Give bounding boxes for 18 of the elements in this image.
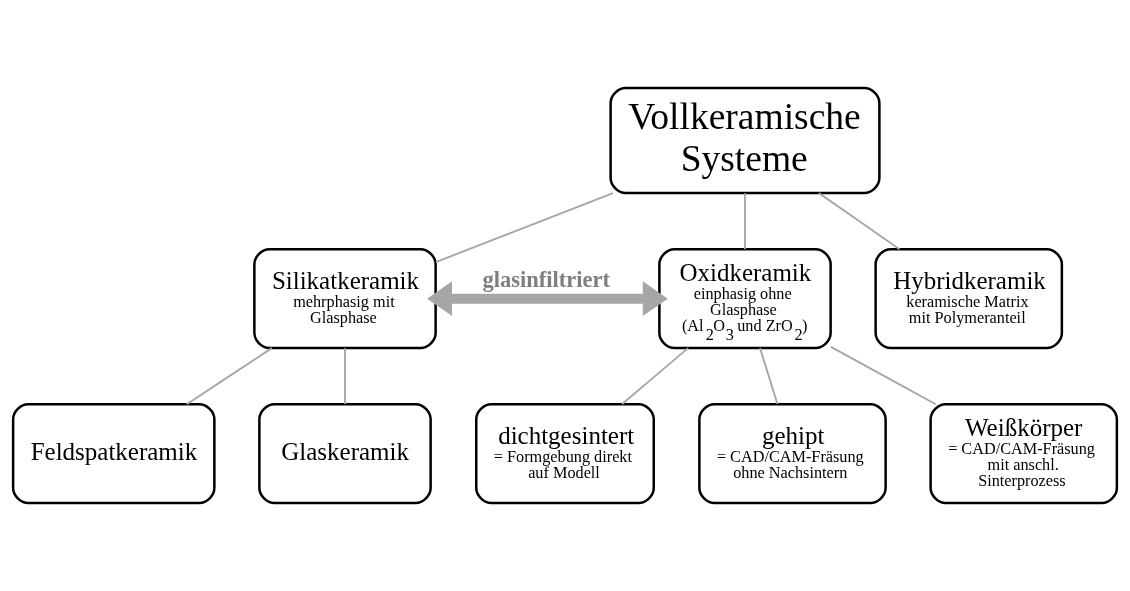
node-box: dichtgesintert = Formgebung direkt auf Modell — [475, 403, 655, 505]
node-box: Vollkeramische Systeme — [609, 86, 881, 195]
connector — [185, 347, 273, 406]
node-box: Silikatkeramik mehrphasig mit Glasphase — [253, 248, 437, 350]
connector — [434, 192, 614, 263]
connector — [621, 347, 689, 405]
connector — [344, 347, 346, 405]
connector — [759, 347, 779, 405]
node-box: Hybridkeramik keramische Matrix mit Polymeranteil — [874, 248, 1064, 350]
node-box: gehipt = CAD/CAM-Fräsung ohne Nachsintern — [698, 403, 887, 505]
edge-label: glasinfiltriert — [482, 266, 610, 292]
connector — [744, 192, 746, 251]
arrow — [427, 281, 668, 317]
node-box: Feldspatkeramik — [11, 403, 216, 505]
connector — [829, 345, 937, 406]
connector — [817, 192, 901, 251]
node-box: Glaskeramik — [258, 403, 432, 505]
node-box: Weißkörper = CAD/CAM-Fräsung mit anschl. Sinterprozess — [929, 403, 1119, 505]
